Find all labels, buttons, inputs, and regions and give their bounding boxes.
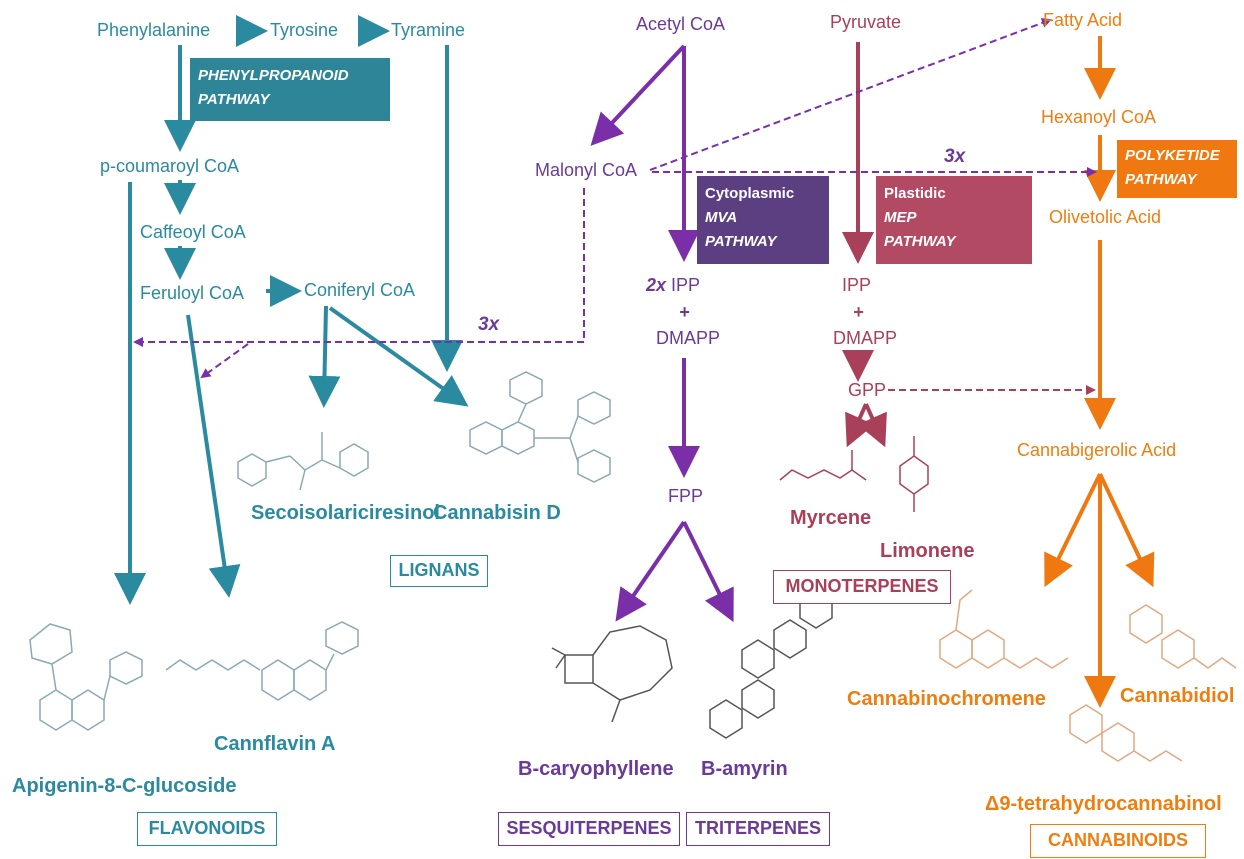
class-lignans: LIGNANS	[390, 555, 488, 587]
node-dmapp-mva: DMAPP	[656, 328, 721, 348]
multiplier-3x-left: 3x	[478, 314, 500, 335]
node-malonyl-coa: Malonyl CoA	[535, 160, 638, 180]
node-pyruvate: Pyruvate	[830, 12, 902, 32]
compound-myrcene: Myrcene	[790, 507, 872, 529]
secoisolariciresinol-structure	[237, 432, 369, 491]
node-acetyl-coa: Acetyl CoA	[636, 14, 726, 34]
node-cannabigerolic-acid: Cannabigerolic Acid	[1017, 440, 1177, 460]
amyrin-structure	[709, 589, 833, 739]
phenylpropanoid-arrows	[114, 15, 469, 605]
class-triterpenes: TRITERPENES	[686, 812, 830, 846]
node-phenylalanine: Phenylalanine	[97, 20, 211, 40]
cannflavin-structure	[165, 621, 359, 701]
class-sesquiterpenes: SESQUITERPENES	[498, 812, 680, 846]
cannabichromene-structure	[939, 589, 1069, 669]
thc-structure	[1069, 704, 1183, 762]
node-dmapp-mep: DMAPP	[833, 328, 898, 348]
mep-arrows	[842, 42, 887, 448]
mva-arrows	[590, 44, 734, 623]
node-tyramine: Tyramine	[391, 20, 466, 40]
compound-cannabisin-d: Cannabisin D	[433, 502, 561, 524]
malonyl-dashed-arrows	[133, 18, 1097, 379]
mva-pathway-box: Cytoplasmic MVA PATHWAY	[697, 176, 829, 264]
node-gpp: GPP	[848, 380, 887, 400]
node-p-coumaroyl-coa: p-coumaroyl CoA	[100, 156, 240, 176]
polyketide-pathway-box: POLYKETIDE PATHWAY	[1117, 140, 1237, 198]
node-caffeoyl-coa: Caffeoyl CoA	[140, 222, 246, 242]
node-tyrosine: Tyrosine	[270, 20, 339, 40]
compound-b-caryophyllene: B-caryophyllene	[518, 758, 674, 780]
class-cannabinoids: CANNABINOIDS	[1030, 824, 1206, 858]
mep-pathway-box: Plastidic MEP PATHWAY	[876, 176, 1032, 264]
node-fpp: FPP	[668, 486, 704, 506]
class-flavonoids: FLAVONOIDS	[137, 812, 277, 846]
compound-secoisolariciresinol: Secoisolariciresinol	[251, 502, 440, 524]
compound-cannflavin-a: Cannflavin A	[214, 733, 336, 755]
node-hexanoyl-coa: Hexanoyl CoA	[1041, 107, 1157, 127]
multiplier-3x-right: 3x	[944, 146, 966, 167]
compound-limonene: Limonene	[880, 540, 975, 562]
phenylpropanoid-pathway-box: PHENYLPROPANOID PATHWAY	[190, 58, 390, 121]
node-olivetolic-acid: Olivetolic Acid	[1049, 207, 1162, 227]
compound-cannabidiol: Cannabidiol	[1120, 685, 1235, 707]
compound-b-amyrin: B-amyrin	[701, 758, 788, 780]
plus-mva: +	[679, 302, 690, 322]
node-fatty-acid: Fatty Acid	[1043, 10, 1123, 30]
plus-mep: +	[853, 302, 864, 322]
cannabidiol-structure	[1129, 604, 1237, 669]
polyketide-arrows	[1044, 36, 1155, 708]
node-coniferyl-coa: Coniferyl CoA	[304, 280, 416, 300]
caryophyllene-structure	[551, 625, 673, 723]
node-ipp-mep: IPP	[842, 275, 872, 295]
class-monoterpenes: MONOTERPENES	[773, 570, 951, 604]
limonene-structure	[899, 436, 929, 512]
apigenin-structure	[29, 623, 143, 731]
node-ipp-mva: 2x IPP	[646, 275, 701, 295]
compound-apigenin-8-c-glucoside: Apigenin-8-C-glucoside	[12, 775, 237, 797]
myrcene-structure	[779, 450, 867, 481]
compound-d9-tetrahydrocannabinol: Δ9-tetrahydrocannabinol	[985, 793, 1222, 815]
compound-cannabinochromene: Cannabinochromene	[847, 688, 1046, 710]
cannabisin-structure	[469, 371, 611, 483]
node-feruloyl-coa: Feruloyl CoA	[140, 283, 245, 303]
